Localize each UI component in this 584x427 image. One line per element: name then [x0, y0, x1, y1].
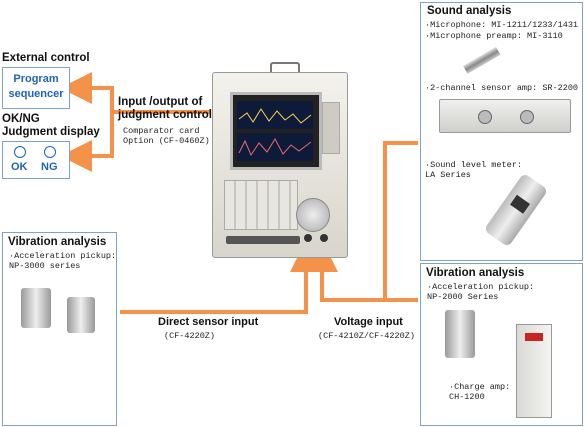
- vibration-right-sub-line1: ·Acceleration pickup:: [427, 282, 535, 292]
- line-sound-analysis: [383, 141, 418, 300]
- sensor-amp-icon: [439, 99, 571, 133]
- program-sequencer-box: Program sequencer: [2, 67, 70, 109]
- arrow-direct-sensor: [120, 240, 322, 314]
- level-meter-text: ·Sound level meter: LA Series: [425, 160, 522, 180]
- vibration-right-heading: Vibration analysis: [426, 267, 525, 279]
- vibration-right-sub-line2: NP-2000 Series: [427, 292, 499, 302]
- sound-analysis-heading: Sound analysis: [427, 5, 512, 17]
- charge-amp-line2: CH-1200: [449, 392, 485, 402]
- vibration-left-sub-line1: ·Acceleration pickup:: [9, 251, 117, 261]
- io-heading-line1: Input /output of: [118, 96, 203, 108]
- ok-lamp-icon: [14, 146, 26, 158]
- analyzer-screen: [230, 92, 322, 170]
- sequencer-label-line2: sequencer: [8, 88, 64, 100]
- sequencer-label-line1: Program: [13, 73, 59, 85]
- charge-amp-line1: ·Charge amp:: [449, 382, 511, 392]
- judgment-display-box: OK NG: [2, 141, 70, 179]
- preamp-text: ·Microphone preamp: MI-3110: [425, 31, 563, 41]
- vibration-right-panel: Vibration analysis ·Acceleration pickup:…: [420, 263, 583, 426]
- input-connector-icon: [320, 234, 328, 242]
- charge-amp-text: ·Charge amp: CH-1200: [449, 382, 510, 402]
- ok-label: OK: [11, 161, 28, 173]
- external-control-heading: External control: [2, 52, 90, 64]
- ng-lamp-icon: [44, 146, 56, 158]
- vibration-left-sub-line2: NP-3000 series: [9, 261, 81, 271]
- sound-analysis-panel: Sound analysis ·Microphone: MI-1211/1233…: [420, 2, 583, 261]
- arrow-voltage-input: [306, 240, 385, 302]
- vibration-left-sub: ·Acceleration pickup: NP-3000 series: [9, 251, 116, 271]
- card-slot: [226, 236, 300, 244]
- accelerometer-icon: [21, 288, 51, 328]
- vibration-left-heading: Vibration analysis: [8, 236, 107, 248]
- accelerometer-icon: [445, 310, 475, 358]
- voltage-input-heading: Voltage input: [334, 316, 403, 328]
- direct-sensor-sub: (CF-4220Z): [164, 331, 216, 341]
- handle-icon: [270, 62, 300, 74]
- io-control-sub: Comparator card Option (CF-0460Z): [123, 126, 210, 146]
- keypad: [224, 180, 298, 230]
- vibration-right-sub: ·Acceleration pickup: NP-2000 Series: [427, 282, 534, 302]
- jog-dial-icon: [296, 198, 330, 232]
- io-control-heading: Input /output of judgment control: [118, 96, 212, 122]
- judgment-heading-line2: Judgment display: [2, 126, 100, 138]
- voltage-input-sub: (CF-4210Z/CF-4220Z): [318, 331, 415, 341]
- microphone-text: ·Microphone: MI-1211/1233/1431: [425, 20, 579, 30]
- level-meter-line1: ·Sound level meter:: [425, 160, 522, 170]
- arrow-to-judgment: [60, 110, 210, 172]
- direct-sensor-heading: Direct sensor input: [158, 316, 259, 328]
- level-meter-line2: LA Series: [425, 170, 471, 180]
- accelerometer-icon: [67, 297, 95, 333]
- sensor-amp-text: ·2-channel sensor amp: SR-2200: [425, 83, 579, 93]
- microphone-icon: [463, 47, 501, 74]
- vibration-left-panel: Vibration analysis ·Acceleration pickup:…: [2, 232, 117, 426]
- judgment-heading-line1: OK/NG: [2, 113, 40, 125]
- io-heading-line2: judgment control: [118, 109, 212, 121]
- sound-level-meter-icon: [483, 172, 549, 248]
- screen-waveform: [237, 101, 313, 161]
- input-connector-icon: [304, 234, 312, 242]
- judgment-heading: OK/NG Judgment display: [2, 113, 100, 139]
- io-sub-line2: Option (CF-0460Z): [123, 136, 210, 146]
- analyzer-device: [212, 62, 348, 258]
- charge-amp-icon: [516, 324, 552, 418]
- ng-label: NG: [41, 161, 58, 173]
- io-sub-line1: Comparator card: [123, 126, 200, 136]
